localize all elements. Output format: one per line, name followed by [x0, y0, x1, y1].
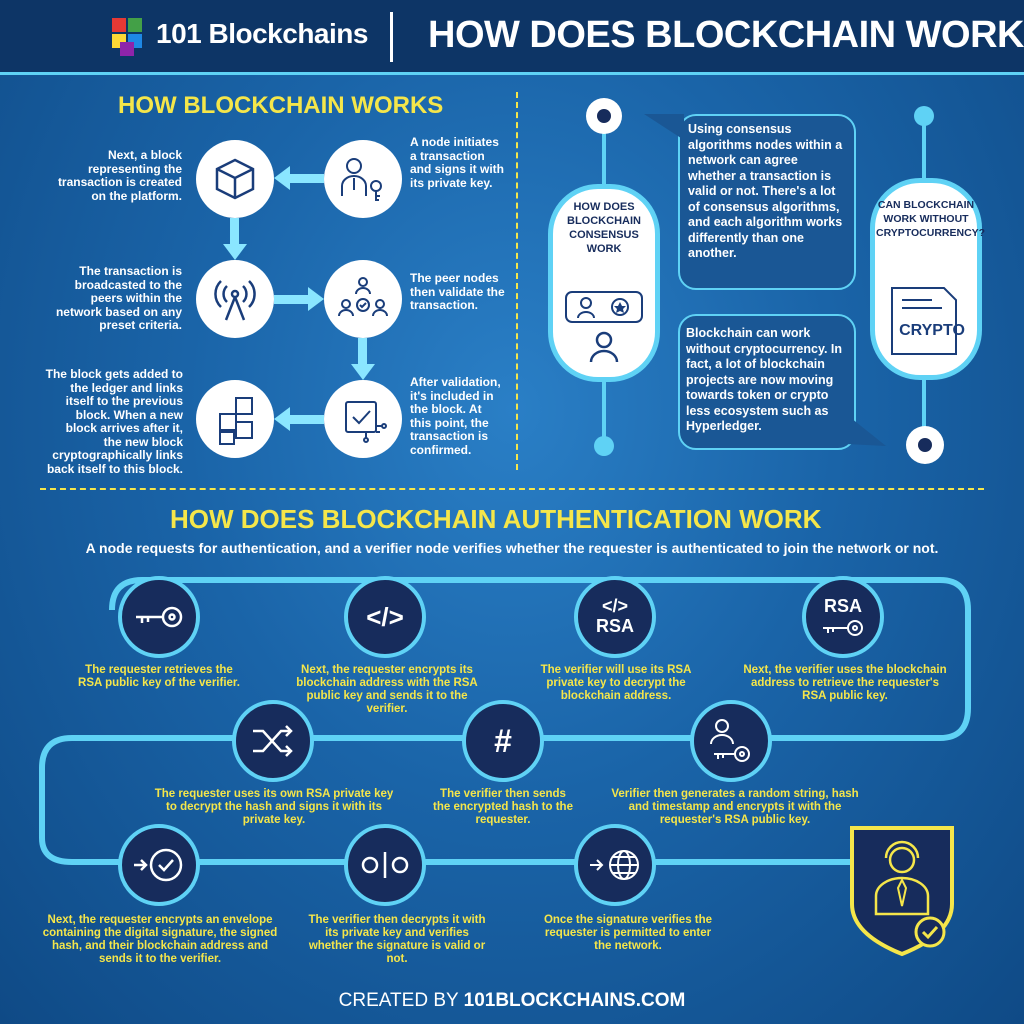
crypto-answer: Blockchain can work without cryptocurren…	[686, 326, 843, 433]
code-rsa-icon: </> RSA	[574, 576, 656, 658]
arrow-down-icon	[223, 244, 247, 260]
how-works-step-5: After validation, it's included in the b…	[410, 375, 501, 457]
crypto-document-icon	[891, 287, 957, 355]
consensus-answer: Using consensus algorithms nodes within …	[688, 122, 843, 260]
arrow-left-icon	[274, 166, 290, 190]
auth-step-6: The verifier then sends the encrypted ha…	[433, 788, 573, 826]
auth-step-5: Verifier then generates a random string,…	[611, 788, 859, 826]
broadcast-icon	[196, 260, 274, 338]
verified-user-shield-icon	[850, 826, 954, 957]
arrow-globe-icon	[574, 824, 656, 906]
arrow-line	[358, 338, 367, 366]
logo-cubes-icon	[112, 18, 142, 56]
how-works-step-6: The block gets added to the ledger and l…	[45, 367, 183, 476]
consensus-question: HOW DOES BLOCKCHAIN CONSENSUS WORK	[567, 201, 641, 255]
peer-nodes-icon	[324, 260, 402, 338]
auth-step-9: The verifier then decrypts it with its p…	[308, 914, 486, 965]
decrypt-icon	[344, 824, 426, 906]
arrow-down-icon	[351, 364, 375, 380]
consensus-pill	[548, 184, 660, 382]
timeline-dot	[906, 426, 944, 464]
auth-step-10: Once the signature verifies the requeste…	[543, 914, 713, 952]
key-icon	[118, 576, 200, 658]
footer-prefix: CREATED BY	[338, 990, 464, 1011]
auth-step-3: The verifier will use its RSA private ke…	[540, 664, 692, 702]
arrow-line	[274, 295, 310, 304]
auth-step-1: The requester retrieves the RSA public k…	[78, 664, 240, 689]
header-bar: 101 Blockchains HOW DOES BLOCKCHAIN WORK	[0, 0, 1024, 72]
validation-icon	[324, 380, 402, 458]
auth-title: HOW DOES BLOCKCHAIN AUTHENTICATION WORK	[170, 504, 822, 534]
logo-text[interactable]: 101 Blockchains	[156, 18, 368, 49]
hash-icon: #	[462, 700, 544, 782]
arrow-line	[286, 174, 324, 183]
auth-step-4: Next, the verifier uses the blockchain a…	[743, 664, 947, 702]
footer-site-link[interactable]: 101BLOCKCHAINS.COM	[463, 990, 686, 1011]
node-sign-icon	[324, 140, 402, 218]
auth-subtitle: A node requests for authentication, and …	[85, 540, 939, 556]
auth-step-7: The requester uses its own RSA private k…	[154, 788, 394, 826]
crypto-question: CAN BLOCKCHAIN WORK WITHOUT CRYPTOCURREN…	[876, 199, 986, 239]
arrow-line	[230, 218, 239, 248]
section-divider-horizontal	[40, 488, 984, 490]
arrow-line	[286, 415, 324, 424]
consensus-answer-bubble	[678, 114, 856, 290]
bubble-tail-icon	[644, 114, 684, 140]
auth-step-2: Next, the requester encrypts its blockch…	[296, 664, 478, 715]
page-title: HOW DOES BLOCKCHAIN WORK	[428, 14, 1024, 56]
header-divider	[390, 12, 393, 62]
how-works-step-1: A node initiates a transaction and signs…	[410, 135, 505, 190]
timeline-dot	[594, 436, 614, 456]
section-divider-vertical	[516, 92, 518, 470]
block-cube-icon	[196, 140, 274, 218]
timeline-dot	[914, 106, 934, 126]
how-works-step-2: Next, a block representing the transacti…	[57, 148, 182, 203]
bubble-tail-icon	[846, 414, 886, 446]
crypto-doc-label: CRYPTO	[899, 322, 965, 339]
arrow-check-icon	[118, 824, 200, 906]
rsa-key-icon: RSA	[802, 576, 884, 658]
arrow-left-icon	[274, 407, 290, 431]
code-icon: </>	[344, 576, 426, 658]
how-works-step-4: The peer nodes then validate the transac…	[410, 271, 505, 312]
consensus-people-icon	[565, 291, 643, 363]
crypto-pill	[870, 178, 982, 380]
footer-credit: CREATED BY 101BLOCKCHAINS.COM	[0, 990, 1024, 1012]
shuffle-icon	[232, 700, 314, 782]
how-works-title: HOW BLOCKCHAIN WORKS	[118, 92, 444, 119]
auth-step-8: Next, the requester encrypts an envelope…	[42, 914, 278, 965]
timeline-dot	[586, 98, 622, 134]
crypto-answer-bubble	[678, 314, 856, 450]
how-works-step-3: The transaction is broadcasted to the pe…	[55, 264, 182, 332]
blocks-linked-icon	[196, 380, 274, 458]
arrow-right-icon	[308, 287, 324, 311]
header-accent-line	[0, 72, 1024, 75]
user-key-icon	[690, 700, 772, 782]
